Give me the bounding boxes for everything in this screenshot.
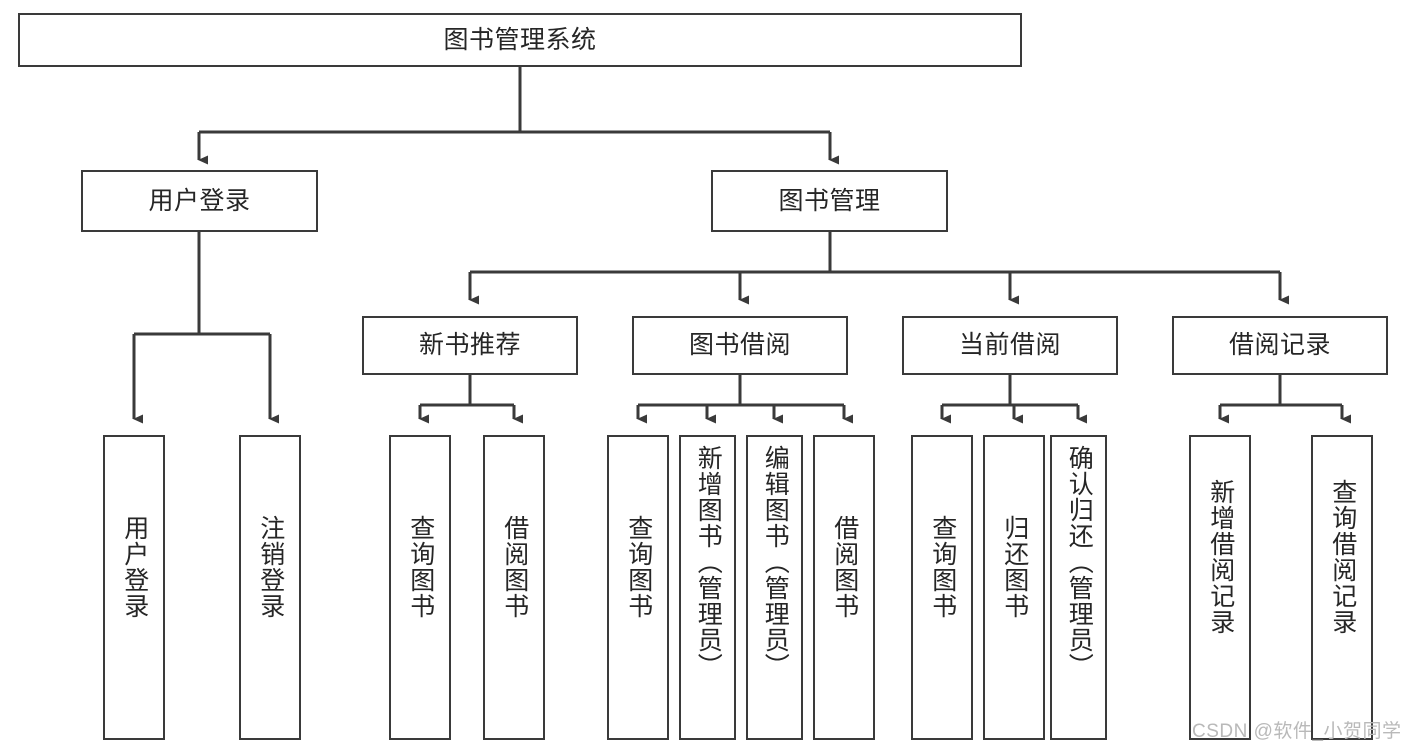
- leaf-query-book-borrow[interactable]: 查询图书: [607, 435, 669, 740]
- leaf-borrow-book-label: 借阅图书: [830, 515, 859, 619]
- leaf-add-book-admin-label: 新增图书（管理员）: [694, 445, 723, 679]
- leaf-query-book-current[interactable]: 查询图书: [911, 435, 973, 740]
- node-current-borrow-label: 当前借阅: [958, 331, 1061, 359]
- leaf-confirm-return-admin[interactable]: 确认归还（管理员）: [1050, 435, 1107, 740]
- edges-records-to-leaves: [1218, 375, 1351, 424]
- node-current-borrow[interactable]: 当前借阅: [902, 316, 1118, 375]
- node-book-borrow[interactable]: 图书借阅: [632, 316, 848, 375]
- edges-current-to-leaves: [940, 375, 1087, 424]
- leaf-logout-label: 注销登录: [256, 515, 285, 619]
- leaf-add-book-admin[interactable]: 新增图书（管理员）: [679, 435, 736, 740]
- node-book-borrow-label: 图书借阅: [688, 331, 791, 359]
- leaf-query-book-current-label: 查询图书: [928, 515, 957, 619]
- node-new-book-recommend-label: 新书推荐: [418, 331, 521, 359]
- leaf-borrow-book[interactable]: 借阅图书: [813, 435, 875, 740]
- leaf-add-borrow-record[interactable]: 新增借阅记录: [1189, 435, 1251, 740]
- edges-root-to-level2: [197, 67, 839, 165]
- leaf-user-login[interactable]: 用户登录: [103, 435, 165, 740]
- leaf-confirm-return-admin-label: 确认归还（管理员）: [1065, 445, 1094, 679]
- leaf-query-borrow-record[interactable]: 查询借阅记录: [1311, 435, 1373, 740]
- leaf-logout[interactable]: 注销登录: [239, 435, 301, 740]
- node-book-management[interactable]: 图书管理: [711, 170, 948, 232]
- leaf-query-borrow-record-label: 查询借阅记录: [1328, 479, 1357, 635]
- leaf-return-book-label: 归还图书: [1000, 515, 1029, 619]
- leaf-edit-book-admin[interactable]: 编辑图书（管理员）: [746, 435, 803, 740]
- leaf-add-borrow-record-label: 新增借阅记录: [1206, 479, 1235, 635]
- node-root-label: 图书管理系统: [443, 25, 597, 54]
- node-user-login-label: 用户登录: [148, 186, 251, 215]
- leaf-return-book[interactable]: 归还图书: [983, 435, 1045, 740]
- node-borrow-records-label: 借阅记录: [1228, 331, 1331, 359]
- node-book-management-label: 图书管理: [778, 186, 881, 215]
- leaf-borrow-book-newbook[interactable]: 借阅图书: [483, 435, 545, 740]
- node-user-login[interactable]: 用户登录: [81, 170, 318, 232]
- leaf-query-book-borrow-label: 查询图书: [624, 515, 653, 619]
- node-new-book-recommend[interactable]: 新书推荐: [362, 316, 578, 375]
- node-borrow-records[interactable]: 借阅记录: [1172, 316, 1388, 375]
- leaf-borrow-book-newbook-label: 借阅图书: [500, 515, 529, 619]
- leaf-user-login-label: 用户登录: [120, 515, 149, 619]
- leaf-query-book-newbook[interactable]: 查询图书: [389, 435, 451, 740]
- node-root[interactable]: 图书管理系统: [18, 13, 1022, 67]
- edges-userlogin-to-leaves: [132, 232, 279, 424]
- edges-borrow-to-leaves: [636, 375, 853, 424]
- edges-newbook-to-leaves: [418, 375, 523, 424]
- csdn-watermark: CSDN @软件_小贺同学: [1192, 721, 1402, 742]
- edges-bookmgmt-to-level3: [468, 232, 1289, 305]
- leaf-query-book-newbook-label: 查询图书: [406, 515, 435, 619]
- leaf-edit-book-admin-label: 编辑图书（管理员）: [761, 445, 790, 679]
